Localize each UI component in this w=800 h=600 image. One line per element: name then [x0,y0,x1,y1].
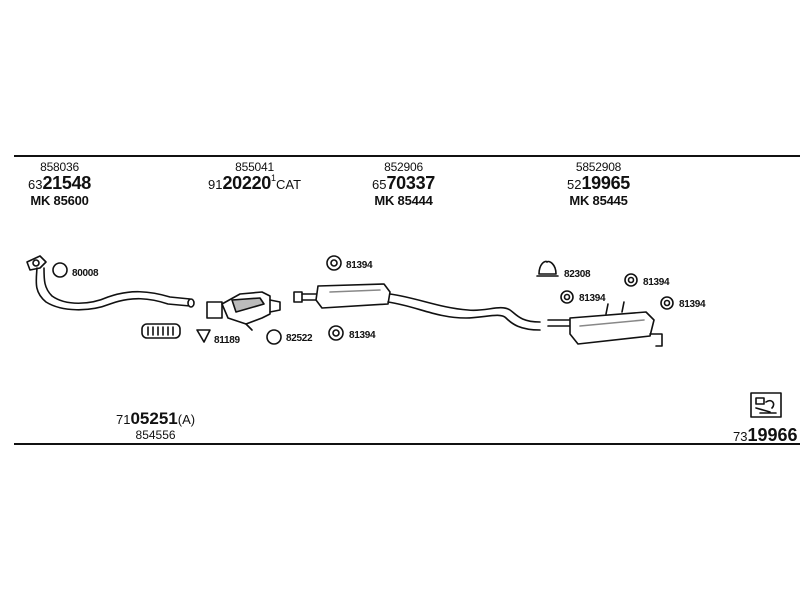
section-ref: 852906 [384,160,423,174]
section-mk: MK 85600 [30,193,89,209]
bottom-rule [14,443,800,445]
section-mk: MK 85445 [569,193,628,209]
kit-box-icon [750,392,782,418]
mount-81394-b-drawing[interactable] [328,325,344,341]
middle-silencer-drawing[interactable] [293,283,541,331]
kit-total-number[interactable]: 7319966 [733,425,798,445]
part-82522-label[interactable]: 82522 [286,333,313,344]
section-catalyst: 855041 91202201CAT [208,161,301,192]
part-81394-e-label[interactable]: 81394 [679,299,706,310]
catalyst-drawing[interactable] [206,291,281,331]
mount-81394-d-drawing[interactable] [624,273,638,287]
section-middle-silencer: 852906 6570337 MK 85444 [372,161,435,208]
clamp-82308-drawing[interactable] [536,260,559,277]
section-part-number[interactable]: 91202201CAT [208,172,302,193]
part-81394-a-label[interactable]: 81394 [346,260,373,271]
section-rear-silencer: 5852908 5219965 MK 85445 [567,161,630,208]
section-part-number[interactable]: 6321548 [28,172,92,193]
section-mk: MK 85444 [374,193,433,209]
section-part-number[interactable]: 6570337 [372,172,436,193]
kit-left-sub: 854556 [135,427,176,442]
section-part-number[interactable]: 5219965 [567,172,631,193]
mount-81394-a-drawing[interactable] [326,255,342,271]
mount-81394-e-drawing[interactable] [660,296,674,310]
kit-left-number[interactable]: 7105251(A) 854556 [116,409,196,442]
gasket-80008-drawing[interactable] [52,262,68,278]
flex-joint-drawing[interactable] [141,323,181,339]
part-81394-b-label[interactable]: 81394 [349,330,376,341]
part-80008-label[interactable]: 80008 [72,268,99,279]
front-pipe-drawing[interactable] [26,255,195,311]
clamp-81189-drawing[interactable] [196,329,211,343]
section-ref: 858036 [40,160,79,174]
part-82308-label[interactable]: 82308 [564,269,591,280]
ring-82522-drawing[interactable] [266,329,282,345]
section-front-pipe: 858036 6321548 MK 85600 [28,161,91,208]
part-81189-label[interactable]: 81189 [214,335,240,346]
section-ref: 855041 [235,160,274,174]
top-rule [14,155,800,157]
section-ref: 5852908 [575,160,622,174]
rear-silencer-drawing[interactable] [547,301,663,347]
part-81394-c-label[interactable]: 81394 [579,293,606,304]
mount-81394-c-drawing[interactable] [560,290,574,304]
part-81394-d-label[interactable]: 81394 [643,277,670,288]
